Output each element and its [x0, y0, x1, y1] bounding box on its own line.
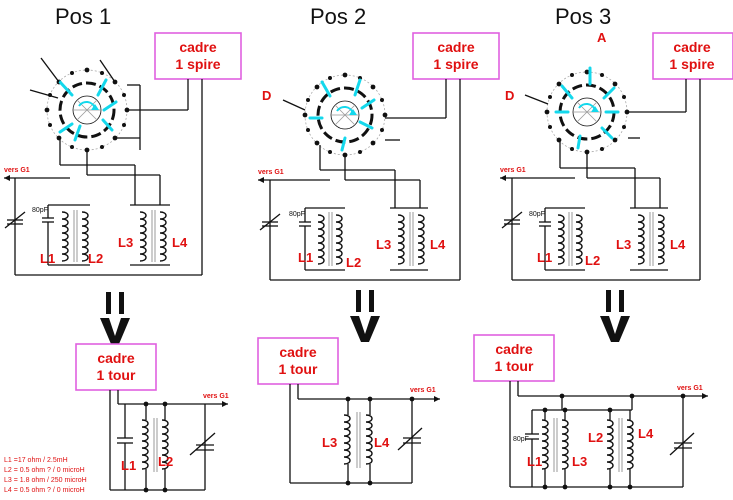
capacitor-label-2: 80pF — [289, 211, 305, 218]
equiv-3-label-line2: 1 tour — [495, 358, 534, 374]
position-2-title: Pos 2 — [310, 4, 366, 29]
frame-2-label-line1: cadre — [437, 39, 475, 55]
position-2-schematic: Pos 2 cadre 1 spire D vers G1 80pF — [258, 4, 500, 281]
equiv-label-l3-2: L3 — [322, 435, 337, 450]
switch-3-contacts — [554, 66, 620, 150]
equiv-label-l4-2: L4 — [374, 435, 390, 450]
frame-3-box — [652, 32, 733, 80]
coil-values-legend: L1 =17 ohm / 2.5mH L2 = 0.5 ohm ? / 0 mi… — [4, 457, 87, 494]
coil-l4-1 — [159, 211, 167, 262]
switch-2-contacts — [308, 78, 376, 152]
equiv-label-l4-3: L4 — [638, 426, 654, 441]
label-l2-1: L2 — [88, 251, 103, 266]
to-g1-label-1: vers G1 — [4, 167, 30, 174]
to-g1-label-2: vers G1 — [258, 169, 284, 176]
label-l3-3: L3 — [616, 237, 631, 252]
coil-l1-2 — [317, 214, 325, 265]
capacitor-label-3: 80pF — [529, 211, 545, 218]
frame-1-label-line2: 1 spire — [175, 56, 220, 72]
equivalence-arrow-3 — [600, 290, 630, 342]
capacitor-label-e3: 80pF — [513, 436, 529, 443]
capacitor-label-1: 80pF — [32, 207, 48, 214]
frame-1-box — [154, 32, 242, 80]
equiv-label-l2-1: L2 — [158, 454, 173, 469]
equivalence-arrow-2 — [350, 290, 380, 342]
equiv-coil-l4-3 — [626, 419, 634, 470]
position-3-schematic: Pos 3 cadre 1 spire D A vers G1 80pF — [500, 4, 733, 281]
label-l1-2: L1 — [298, 250, 313, 265]
equiv-coil-l3-3 — [561, 419, 569, 470]
equiv-frame-3-box — [473, 334, 555, 382]
switch-1-contacts — [58, 78, 118, 142]
equiv-coil-l4-2 — [365, 414, 373, 465]
label-l4-2: L4 — [430, 237, 446, 252]
equiv-label-l3-3: L3 — [572, 454, 587, 469]
label-l3-1: L3 — [118, 235, 133, 250]
equiv-1-label-line1: cadre — [97, 350, 135, 366]
frame-1-label-line1: cadre — [179, 39, 217, 55]
coil-l2-2 — [335, 214, 343, 265]
coil-l3-3 — [637, 214, 645, 265]
label-l1-3: L1 — [537, 250, 552, 265]
frame-2-label-line2: 1 spire — [433, 56, 478, 72]
equiv-1-label-line2: 1 tour — [97, 367, 136, 383]
equiv-coil-l2-3 — [606, 419, 614, 470]
frame-3-label-line2: 1 spire — [669, 56, 714, 72]
label-l1-1: L1 — [40, 251, 55, 266]
to-g1-label-e2: vers G1 — [410, 387, 436, 394]
label-l3-2: L3 — [376, 237, 391, 252]
rotary-switch-2 — [301, 71, 389, 159]
legend-line-l3: L3 = 1.8 ohm / 250 microH — [4, 477, 87, 484]
position-1-title: Pos 1 — [55, 4, 111, 29]
to-g1-label-e1: vers G1 — [203, 393, 229, 400]
equiv-2-label-line1: cadre — [279, 344, 317, 360]
coil-l1-1 — [61, 211, 69, 262]
coil-l3-1 — [139, 211, 147, 262]
frame-2-box — [412, 32, 500, 80]
label-l2-2: L2 — [346, 255, 361, 270]
coil-l3-2 — [397, 214, 405, 265]
equiv-coil-l3-2 — [343, 414, 351, 465]
equiv-3-label-line1: cadre — [495, 341, 533, 357]
equiv-coil-l1-3 — [541, 419, 549, 470]
marker-a-3: A — [597, 30, 607, 45]
to-g1-label-3: vers G1 — [500, 167, 526, 174]
to-g1-label-e3: vers G1 — [677, 385, 703, 392]
legend-line-l1: L1 =17 ohm / 2.5mH — [4, 457, 68, 464]
marker-d-2: D — [262, 88, 271, 103]
equiv-2-label-line2: 1 tour — [279, 361, 318, 377]
coil-l1-3 — [557, 214, 565, 265]
equiv-coil-l1-1 — [141, 419, 149, 470]
equiv-label-l1-1: L1 — [121, 458, 136, 473]
coil-l2-3 — [575, 214, 583, 265]
legend-line-l2: L2 = 0.5 ohm ? / 0 microH — [4, 467, 85, 474]
label-l2-3: L2 — [585, 253, 600, 268]
label-l4-3: L4 — [670, 237, 686, 252]
equivalent-1-schematic: cadre 1 tour vers G1 L1 L2 — [75, 343, 229, 493]
position-3-title: Pos 3 — [555, 4, 611, 29]
equiv-label-l1-3: L1 — [527, 454, 542, 469]
position-1-schematic: Pos 1 cadre 1 spire vers G1 — [4, 4, 242, 276]
equivalent-2-schematic: cadre 1 tour vers G1 L3 L4 — [257, 337, 440, 486]
coil-l4-2 — [417, 214, 425, 265]
label-l4-1: L4 — [172, 235, 188, 250]
equiv-frame-1-box — [75, 343, 157, 391]
equiv-label-l2-3: L2 — [588, 430, 603, 445]
equivalent-3-schematic: cadre 1 tour vers G1 80pF — [473, 334, 708, 490]
equivalence-arrow-1 — [100, 292, 130, 344]
frame-3-label-line1: cadre — [673, 39, 711, 55]
legend-line-l4: L4 = 0.5 ohm ? / 0 microH — [4, 487, 85, 494]
marker-d-3: D — [505, 88, 514, 103]
coil-l4-3 — [657, 214, 665, 265]
